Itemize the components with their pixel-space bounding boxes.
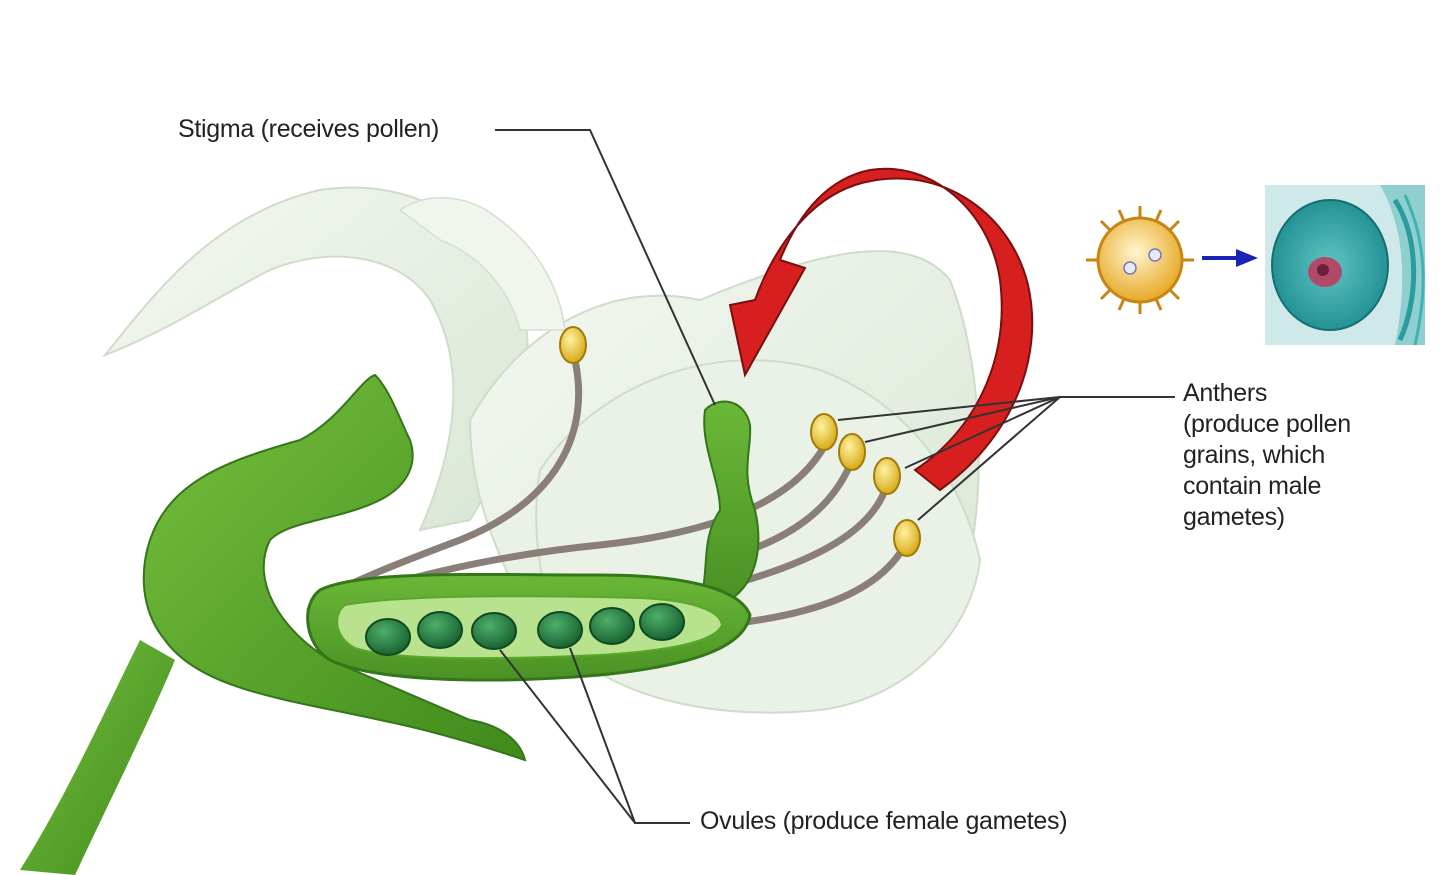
anther (838, 433, 866, 471)
ovule (639, 603, 685, 641)
style (698, 400, 760, 601)
receptacle (20, 373, 527, 875)
stem (20, 640, 175, 875)
ovule (537, 611, 583, 649)
filament (726, 486, 889, 589)
leader-lines (495, 129, 1175, 824)
anther-leader-line (904, 396, 1061, 469)
anthers-label: Anthers (produce pollen grains, which co… (1183, 378, 1423, 533)
filament (716, 541, 909, 629)
ovule (365, 618, 411, 656)
ovules (365, 603, 685, 656)
stigma-label: Stigma (receives pollen) (178, 115, 439, 143)
sepal (142, 373, 527, 762)
anther-leader-line (837, 396, 1061, 421)
red-curved-arrow-icon (728, 167, 1034, 492)
stigma-leader-line (495, 129, 716, 406)
ovules-label: Ovules (produce female gametes) (700, 807, 1068, 835)
egg-cell-icon (1265, 185, 1425, 346)
anthers-label-line: contain male (1183, 472, 1322, 500)
anther (893, 519, 921, 557)
anthers-label-line: grains, which (1183, 441, 1325, 469)
anther-leader-line (917, 396, 1061, 521)
anthers (559, 326, 921, 557)
ovule (417, 611, 463, 649)
anther (810, 413, 838, 451)
petal-back (398, 197, 566, 331)
ovule (471, 612, 517, 650)
ovule-leader-line (569, 647, 636, 824)
blue-arrow-icon (1202, 249, 1258, 267)
anthers-label-line: (produce pollen (1183, 410, 1351, 438)
anther (873, 457, 901, 495)
anther (559, 326, 587, 364)
anthers-label-line: gametes) (1183, 503, 1285, 531)
pollen-grain-icon (1086, 206, 1194, 314)
anther-leader-line (864, 396, 1061, 443)
ovule (589, 607, 635, 645)
anthers-label-line: Anthers (1183, 379, 1268, 407)
